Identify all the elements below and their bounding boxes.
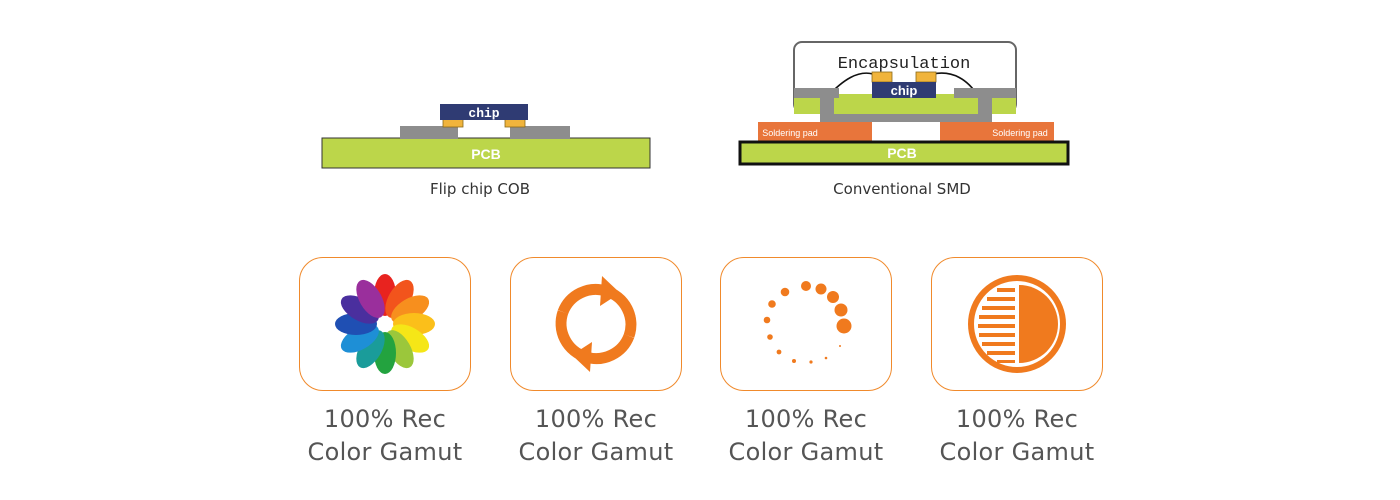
- flip-chip-caption: Flip chip COB: [429, 180, 531, 198]
- stripe: [987, 351, 1015, 355]
- arc-bottom: [584, 333, 635, 365]
- feature-label: 100% Rec Color Gamut: [510, 403, 682, 469]
- dot: [836, 318, 852, 334]
- chip-die: [872, 82, 936, 98]
- dot: [792, 359, 796, 363]
- feature-card-loading: 100% Rec Color Gamut: [720, 257, 892, 469]
- stripe: [982, 342, 1015, 346]
- petal-indigo: [340, 295, 379, 324]
- conventional-smd-svg: Encapsulation chip Soldering pad Solderi…: [738, 41, 1070, 166]
- feature-label-line1: 100% Rec: [534, 405, 658, 433]
- dot: [824, 356, 828, 360]
- lead-frame-right: [954, 88, 1016, 98]
- dot: [763, 316, 771, 324]
- dot: [827, 291, 839, 303]
- metal-trace-left: [400, 126, 458, 139]
- chip-die: [440, 104, 528, 120]
- feature-label: 100% Rec Color Gamut: [931, 403, 1103, 469]
- stripe: [987, 297, 1015, 301]
- dot: [767, 334, 773, 340]
- contrast-icon: [968, 275, 1066, 373]
- pcb-board: [321, 137, 651, 169]
- stripe: [997, 288, 1015, 292]
- feature-label: 100% Rec Color Gamut: [720, 403, 892, 469]
- substrate: [794, 94, 1016, 114]
- dot: [780, 287, 790, 297]
- loading-dots-icon: [763, 281, 852, 364]
- dot: [815, 283, 827, 295]
- dot: [776, 349, 782, 355]
- soldering-pad-right-label: Soldering pad: [992, 128, 1048, 138]
- icon-box: [931, 257, 1103, 391]
- arc-left: [555, 310, 588, 363]
- pcb-label: PCB: [471, 146, 501, 162]
- dot: [768, 300, 776, 308]
- icon-box: [299, 257, 471, 391]
- stripe: [982, 306, 1015, 310]
- petal-red-orange: [385, 279, 414, 318]
- metal-trace-right: [510, 126, 570, 139]
- feature-label-line1: 100% Rec: [744, 405, 868, 433]
- chip-label: chip: [891, 83, 918, 98]
- soldering-pad-left: [758, 122, 872, 142]
- filled-half: [1019, 285, 1058, 363]
- dot: [834, 303, 848, 317]
- conventional-smd-diagram: Encapsulation chip Soldering pad Solderi…: [738, 40, 1073, 168]
- lower-frame: [820, 114, 992, 122]
- smd-caption: Conventional SMD: [833, 180, 971, 198]
- outer-ring: [968, 275, 1066, 373]
- feature-label-line2: Color Gamut: [518, 438, 674, 466]
- soldering-pad-right: [940, 122, 1054, 142]
- flip-chip-cob-diagram: PCB chip: [320, 98, 655, 173]
- dot: [801, 281, 811, 291]
- refresh-arrows-icon: [555, 276, 637, 372]
- stripe: [979, 315, 1015, 319]
- pcb-board: [738, 140, 1070, 166]
- stripe: [979, 333, 1015, 337]
- feature-label-line1: 100% Rec: [955, 405, 1079, 433]
- petal-purple: [356, 279, 385, 318]
- arc-right: [604, 285, 637, 338]
- chip-contact-right: [915, 71, 937, 83]
- feature-card-color-wheel: 100% Rec Color Gamut: [299, 257, 471, 469]
- icon-box: [720, 257, 892, 391]
- stripe: [997, 360, 1015, 363]
- feature-card-refresh: 100% Rec Color Gamut: [510, 257, 682, 469]
- color-wheel-icon: [335, 274, 435, 374]
- feature-label-line2: Color Gamut: [728, 438, 884, 466]
- petal-yellow: [391, 324, 430, 353]
- feature-label-line2: Color Gamut: [307, 438, 463, 466]
- feature-label: 100% Rec Color Gamut: [299, 403, 471, 469]
- lead-frame-left: [794, 88, 839, 98]
- soldering-pad-left-label: Soldering pad: [762, 128, 818, 138]
- feature-label-line2: Color Gamut: [939, 438, 1095, 466]
- chip-contact-left: [871, 71, 893, 83]
- stripe: [978, 324, 1015, 328]
- flip-chip-cob-svg: PCB chip: [321, 104, 651, 169]
- arc-top: [557, 283, 608, 315]
- feature-label-line1: 100% Rec: [323, 405, 447, 433]
- encapsulation-label: Encapsulation: [838, 55, 971, 74]
- petal-teal: [356, 330, 385, 369]
- feature-card-contrast: 100% Rec Color Gamut: [931, 257, 1103, 469]
- chip-label: chip: [468, 106, 499, 121]
- dot: [809, 360, 813, 364]
- dot: [839, 345, 841, 347]
- pcb-label: PCB: [887, 145, 917, 161]
- icon-box: [510, 257, 682, 391]
